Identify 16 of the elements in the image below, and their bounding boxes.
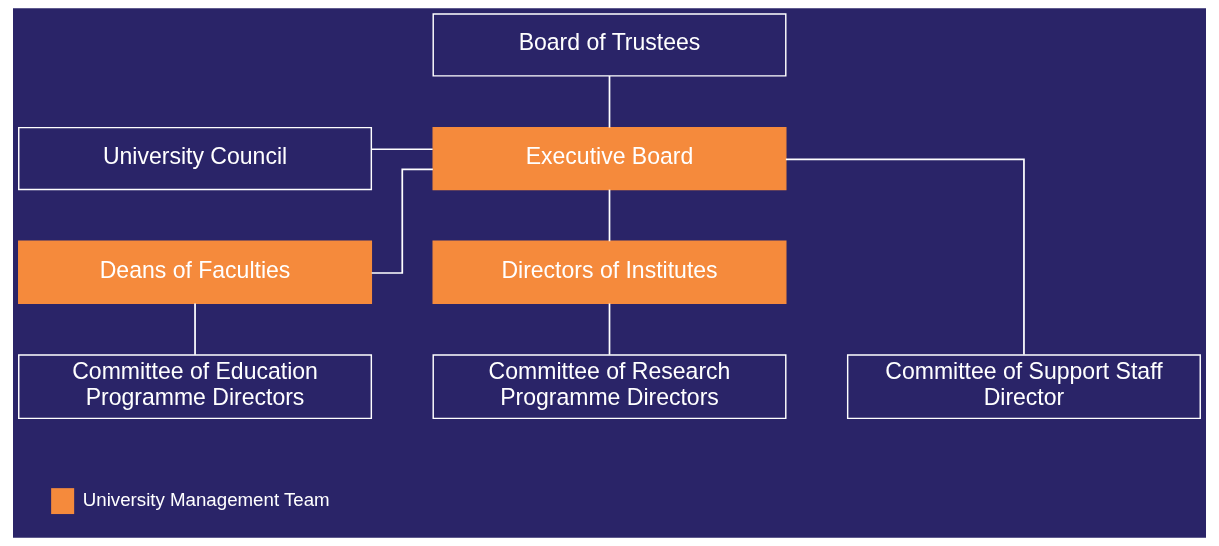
node-box: University Council — [18, 126, 373, 191]
node-box: Directors of Institutes — [432, 240, 787, 304]
node-box: Deans of Faculties — [18, 240, 373, 304]
connector — [608, 302, 611, 356]
node-box: Committee of Research Programme Directors — [432, 354, 787, 420]
connector — [370, 148, 434, 151]
connector — [608, 75, 611, 129]
node-box: Board of Trustees — [432, 13, 787, 77]
connector — [370, 168, 434, 274]
legend-label: University Management Team — [82, 488, 330, 510]
connector — [608, 188, 611, 243]
connector — [194, 302, 196, 356]
connector — [785, 158, 1025, 356]
node-box: Executive Board — [432, 126, 787, 191]
node-box: Committee of Support Staff Director — [846, 354, 1201, 420]
node-box: Committee of Education Programme Directors — [18, 354, 373, 420]
